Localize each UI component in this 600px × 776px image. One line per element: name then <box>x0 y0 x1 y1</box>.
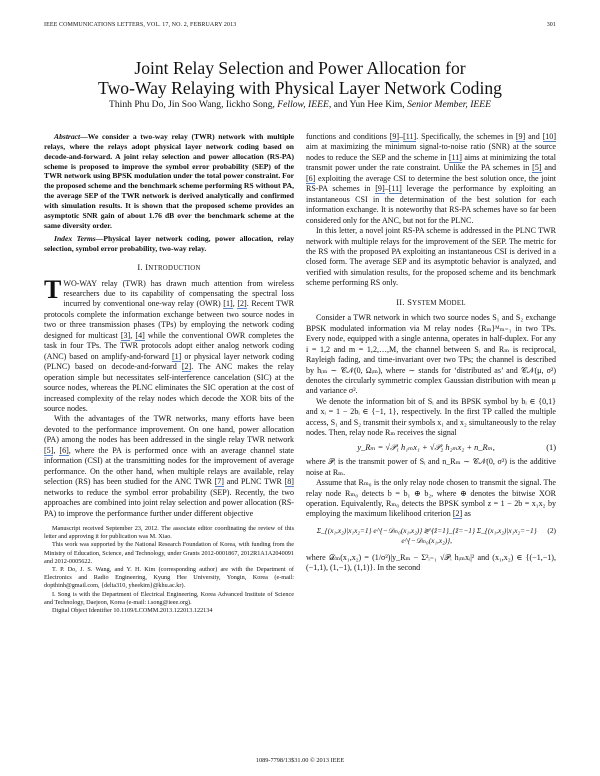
authors-part-1: Thinh Phu Do, Jin Soo Wang, Iickho Song, <box>109 99 278 110</box>
paper-title: Joint Relay Selection and Power Allocati… <box>0 58 600 98</box>
text-run: leverage the performance by exploiting a… <box>306 184 556 225</box>
index-terms: Index Terms—Physical layer network codin… <box>44 234 294 254</box>
text-run: . Specifically, the schemes in <box>416 132 516 141</box>
title-line-1: Joint Relay Selection and Power Allocati… <box>134 58 466 78</box>
system-paragraph-2: We denote the information bit of Sᵢ and … <box>306 396 556 438</box>
citation-link[interactable]: [3] <box>120 330 131 341</box>
system-paragraph-5: where 𝒟ₘ(x₁,x₂) = (1/σ²)|y_Rₘ − Σ²ᵢ₌₁ √𝒫… <box>306 552 556 573</box>
system-paragraph-4: Assume that Rₘ₀ is the only relay node c… <box>306 478 556 520</box>
footnote-affiliation-1: T. P. Do, J. S. Wang, and Y. H. Kim (cor… <box>44 566 294 590</box>
citation-link[interactable]: [11] <box>448 152 462 163</box>
footnote-funding: This work was supported by the National … <box>44 541 294 565</box>
title-line-2: Two-Way Relaying with Physical Layer Net… <box>98 78 502 98</box>
text-run: and <box>541 163 556 173</box>
citation-link[interactable]: [1] <box>171 351 182 362</box>
text-run: . Recent TWR protocols complete the info… <box>44 299 294 340</box>
text-run: networks to reduce the symbol error prob… <box>44 487 294 518</box>
section-heading-system-model: II. SYSTEM MODEL <box>306 298 556 309</box>
section-title-cap: I <box>145 263 149 273</box>
text-run: as <box>462 509 471 519</box>
abstract-label: Abstract <box>54 132 81 141</box>
text-run: functions and conditions <box>306 132 390 141</box>
text-run: aims at minimizing the total transmit po… <box>306 152 556 173</box>
abstract-text: —We consider a two-way relay (TWR) netwo… <box>44 132 294 230</box>
citation-link[interactable]: [11] <box>403 132 417 142</box>
footnote-manuscript: Manuscript received September 23, 2012. … <box>44 525 294 541</box>
equation-2: Σ_{(x₁,x₂)|x₁x₂=1} e^{−𝒟ₘ₀(x₁,x₂)} ≷^{ẑ=… <box>306 526 556 547</box>
running-head: IEEE COMMUNICATIONS LETTERS, VOL. 17, NO… <box>44 22 556 28</box>
citation-link[interactable]: [11] <box>388 184 402 195</box>
journal-name: IEEE COMMUNICATIONS LETTERS, VOL. 17, NO… <box>44 22 237 28</box>
right-column: functions and conditions [9]–[11]. Speci… <box>306 132 556 574</box>
footnote-affiliation-2: I. Song is with the Department of Electr… <box>44 590 294 606</box>
authors-part-2: , and Yun Hee Kim, <box>328 99 408 110</box>
section-number: II. <box>396 297 408 307</box>
left-column: Abstract—We consider a two-way relay (TW… <box>44 132 294 615</box>
text-run: aim at maximizing the minimum signal-to-… <box>306 142 556 162</box>
text-run: Assume that Rₘ₀ is the only relay node c… <box>306 478 556 519</box>
intro-paragraph-4: In this letter, a novel joint RS-PA sche… <box>306 226 556 288</box>
equation-number: (2) <box>547 525 556 535</box>
citation-link[interactable]: [2] <box>181 362 192 373</box>
equation-1: y_Rₘ = √𝒫₁ h₁ₘx₁ + √𝒫₂ h₂ₘx₂ + n_Rₘ, (1) <box>306 443 556 453</box>
text-run: and PLNC TWR <box>223 477 285 487</box>
text-run: while the conventional OWR completes the… <box>44 330 294 361</box>
footnote-doi: Digital Object Identifier 10.1109/LCOMM.… <box>52 607 213 615</box>
section-number: I. <box>137 263 146 273</box>
text-run: exploiting the average CSI to determine … <box>306 173 556 194</box>
intro-paragraph-3: functions and conditions [9]–[11]. Speci… <box>306 132 556 225</box>
author-list: Thinh Phu Do, Jin Soo Wang, Iickho Song,… <box>0 99 600 110</box>
citation-link[interactable]: [9] <box>515 132 526 142</box>
drop-cap: T <box>44 274 62 304</box>
author-grade-1: Fellow, IEEE <box>277 99 329 110</box>
text-run: With the advantages of the TWR networks,… <box>44 414 294 445</box>
text-run: . The ANC makes the relay operation simp… <box>44 362 295 414</box>
section-title-rest: NTRODUCTION <box>148 265 201 273</box>
citation-link[interactable]: [1] <box>223 299 233 310</box>
section-title-cap: M <box>438 297 447 307</box>
equation-number: (1) <box>546 442 556 452</box>
equation-body: y_Rₘ = √𝒫₁ h₁ₘx₁ + √𝒫₂ h₂ₘx₂ + n_Rₘ, <box>357 442 495 452</box>
section-heading-introduction: I. INTRODUCTION <box>44 263 294 274</box>
text-run: , where the PA is performed once with an… <box>44 445 294 487</box>
citation-link[interactable]: [5] <box>44 445 54 456</box>
index-terms-label: Index Terms <box>54 234 96 244</box>
citation-link[interactable]: [2] <box>452 509 463 520</box>
citation-link[interactable]: [10] <box>542 132 556 142</box>
system-paragraph-3: where 𝒫ᵢ is the transmit power of Sᵢ and… <box>306 457 556 477</box>
abstract: Abstract—We consider a two-way relay (TW… <box>44 132 294 230</box>
equation-body: Σ_{(x₁,x₂)|x₁x₂=1} e^{−𝒟ₘ₀(x₁,x₂)} ≷^{ẑ=… <box>316 525 537 546</box>
system-paragraph-1: Consider a TWR network in which two sour… <box>306 313 556 396</box>
text-run: and <box>525 132 543 141</box>
citation-link[interactable]: [2] <box>237 299 247 310</box>
intro-paragraph-2: With the advantages of the TWR networks,… <box>44 414 294 518</box>
citation-link[interactable]: [9] <box>389 132 400 142</box>
citation-link[interactable]: [9] <box>375 184 385 195</box>
citation-link[interactable]: [4] <box>135 330 145 341</box>
section-title-cap: S <box>407 297 413 307</box>
text-run: or physical layer network coding (PLNC) … <box>44 351 294 372</box>
citation-link[interactable]: [8] <box>284 477 294 488</box>
author-grade-2: Senior Member, IEEE <box>407 99 491 110</box>
footnotes: Manuscript received September 23, 2012. … <box>44 525 294 615</box>
section-title-rest: YSTEM <box>412 299 439 307</box>
citation-link[interactable]: [6] <box>59 445 69 456</box>
section-title-rest: ODEL <box>446 299 466 307</box>
citation-link[interactable]: [6] <box>306 173 316 184</box>
citation-link[interactable]: [5] <box>532 163 542 174</box>
copyright-line: 1089-7798/13$31.00 © 2013 IEEE <box>255 757 345 764</box>
citation-link[interactable]: [7] <box>214 477 224 488</box>
page-number: 301 <box>546 22 556 28</box>
text-run: WO-WAY relay (TWR) has drawn much attent… <box>63 278 294 309</box>
index-terms-text: —Physical layer network coding, power al… <box>44 234 294 254</box>
